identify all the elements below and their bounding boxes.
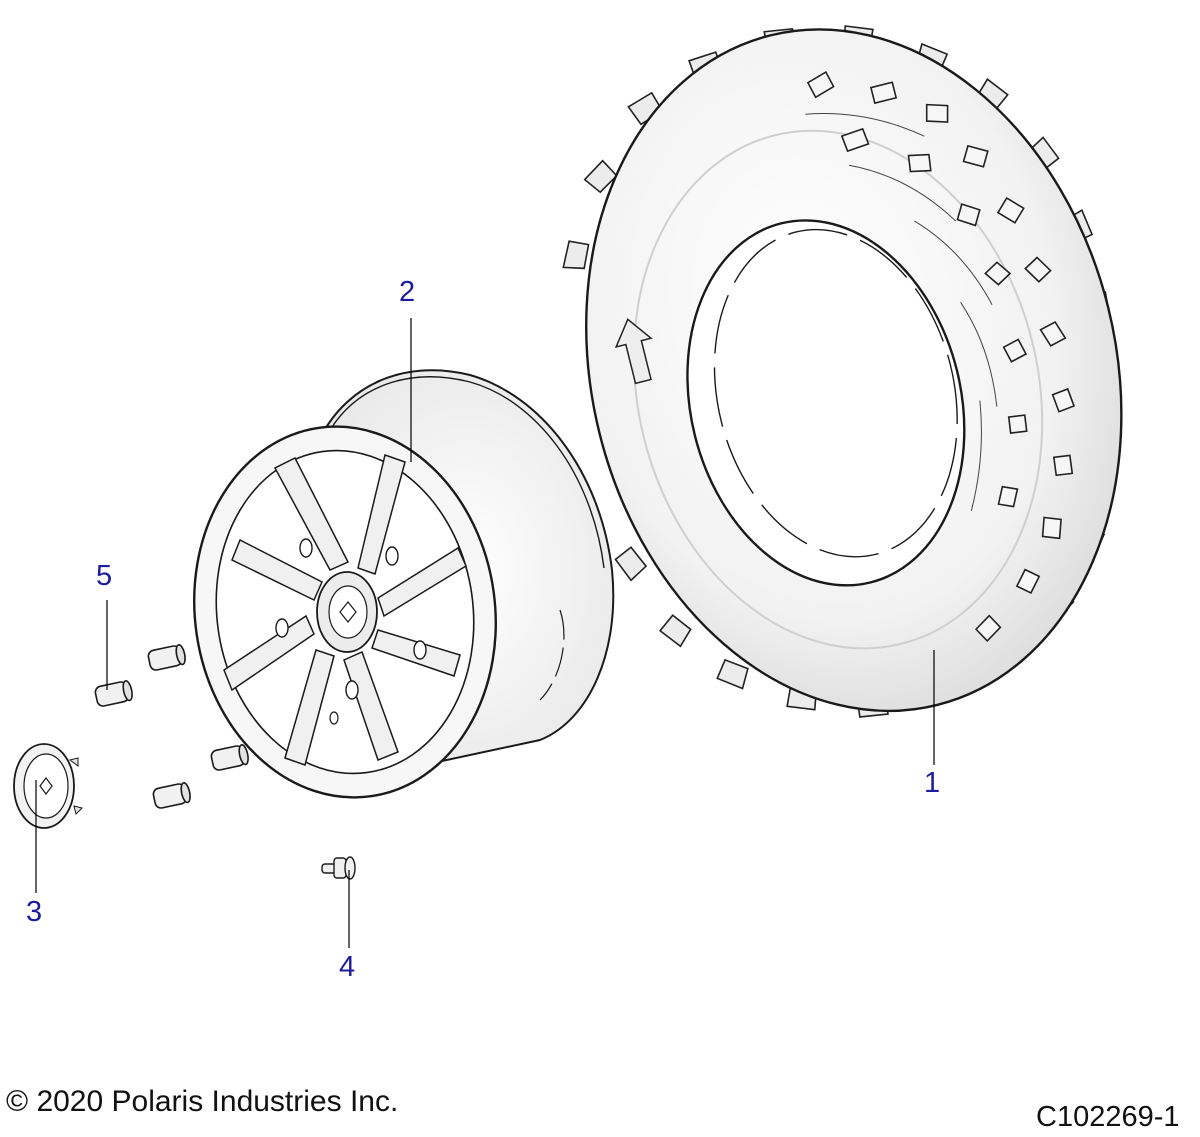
- callout-5: 5: [96, 560, 113, 592]
- valve-stem: [321, 856, 356, 880]
- callout-3: 3: [26, 896, 43, 928]
- tire: [562, 25, 1123, 718]
- leader-lines: [35, 318, 935, 948]
- wheel-spokes: [223, 454, 467, 766]
- center-cap: [13, 743, 83, 829]
- callout-4: 4: [339, 951, 356, 983]
- tire-tread-blocks: [806, 70, 1076, 643]
- tire-sidewall: [632, 129, 1044, 650]
- callout-1: 1: [924, 767, 941, 799]
- lug-nuts: [94, 644, 249, 809]
- polaris-logo-icon: [339, 601, 357, 623]
- rotation-arrow-icon: [614, 318, 653, 385]
- copyright-notice: © 2020 Polaris Industries Inc.: [6, 1085, 399, 1118]
- tire-bead-opening: [686, 219, 966, 587]
- wheel: [193, 369, 615, 799]
- callout-2: 2: [399, 276, 416, 308]
- drawing-number: C102269-1: [1036, 1101, 1180, 1133]
